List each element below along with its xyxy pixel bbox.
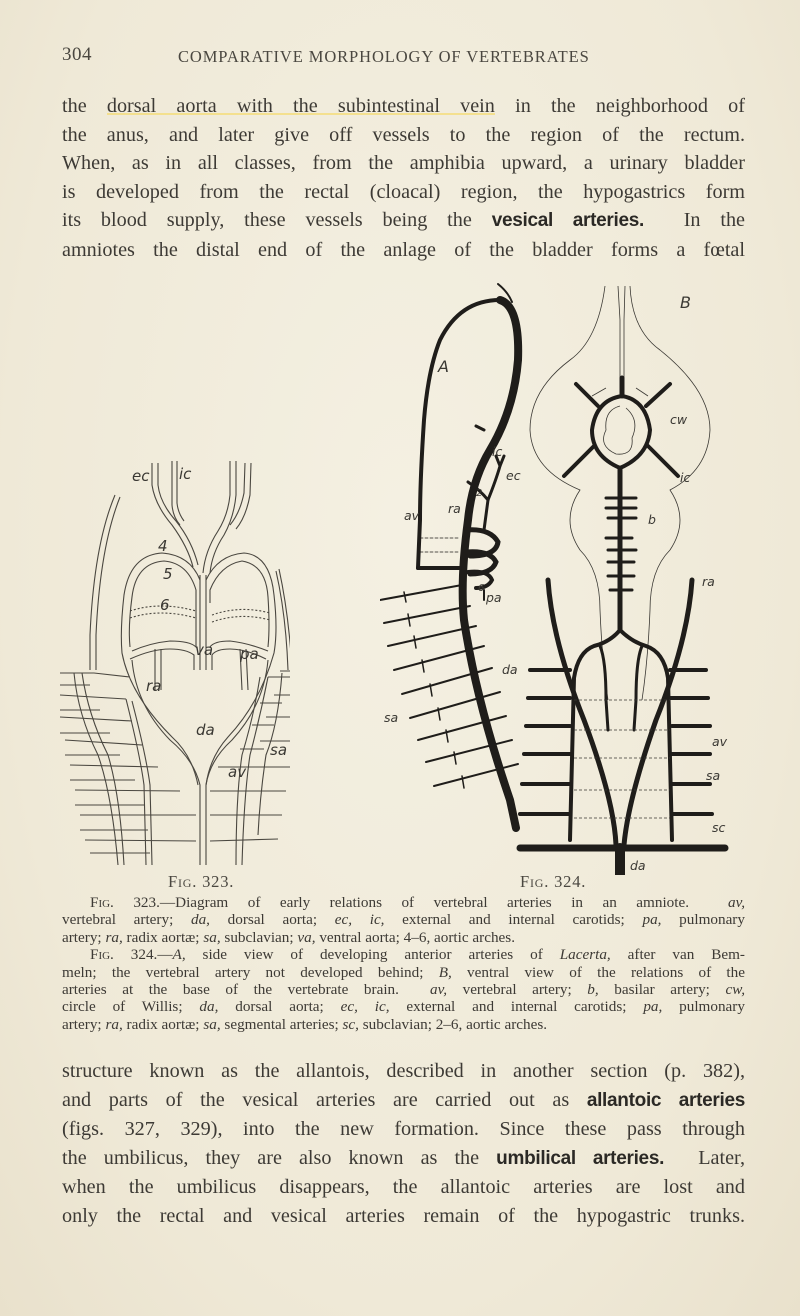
label-sc: sc — [712, 820, 726, 835]
caption-line: meln; the vertebral artery not developed… — [62, 963, 745, 981]
page-number: 304 — [62, 44, 92, 65]
term-umbilical-arteries: umbilical arteries. — [496, 1147, 665, 1169]
caption-line: Fig. 323.—Diagram of early relations of … — [90, 894, 745, 911]
body-paragraph-2: structure known as the allantois, descri… — [62, 1057, 745, 1231]
text-fragment: In the — [683, 209, 746, 232]
label-ec: ec — [132, 467, 150, 485]
label-ra-b: ra — [702, 574, 715, 589]
text-line: and parts of the vesical arteries are ca… — [62, 1086, 745, 1116]
caption-line: circle of Willis; da, dorsal aorta; ec, … — [62, 998, 745, 1016]
label-da-b: da — [630, 858, 646, 873]
figure-323-drawing: ec ic 4 5 6 va pa ra da sa av — [60, 461, 290, 866]
label-da: da — [502, 662, 518, 677]
label-b: b — [648, 512, 656, 527]
caption-fig-324-lead: Fig. 324. — [90, 946, 158, 964]
figure-324-drawing: A B ic ec 2 ra av 6 pa da sa cw ic b ra … — [380, 283, 729, 875]
label-cw: cw — [670, 412, 688, 427]
label-arch-2: 2 — [476, 488, 482, 499]
label-ic-b: ic — [680, 470, 690, 485]
label-va: va — [195, 641, 213, 659]
label-A: A — [437, 357, 449, 376]
label-ra: ra — [448, 501, 461, 516]
label-da: da — [196, 721, 215, 739]
text-line: the dorsal aorta with the subintestinal … — [62, 92, 745, 121]
label-ic: ic — [492, 444, 502, 459]
body-paragraph-1: the dorsal aorta with the subintestinal … — [62, 92, 745, 265]
text-fragment: and parts of the vesical arteries are ca… — [62, 1088, 570, 1111]
caption-line: artery; ra, radix aortæ; sa, segmental a… — [62, 1015, 548, 1033]
text-line: amniotes the distal end of the anlage of… — [62, 238, 745, 261]
label-av-b: av — [712, 734, 728, 749]
text-line: is developed from the rectal (cloacal) r… — [62, 180, 745, 203]
text-line: its blood supply, these vessels being th… — [62, 206, 745, 236]
text-line: structure known as the allantois, descri… — [62, 1060, 745, 1082]
label-sa: sa — [270, 741, 287, 759]
caption-line: arteries at the base of the vertebrate b… — [62, 981, 745, 999]
text-fragment: in the neighborhood of — [494, 95, 745, 117]
label-ec: ec — [506, 468, 521, 483]
label-pa: pa — [485, 590, 502, 605]
figure-324-label: Fig. 324. — [520, 872, 587, 891]
text-fragment: its blood supply, these vessels being th… — [62, 209, 472, 232]
figure-caption: Fig. 323.—Diagram of early relations of … — [62, 894, 745, 1033]
figure-324-diagram: A B ic ec 2 ra av 6 pa da sa cw ic b ra … — [380, 280, 750, 875]
label-arch-5: 5 — [163, 565, 173, 583]
term-allantoic-arteries: allantoic arteries — [586, 1089, 746, 1111]
figure-323-label: Fig. 323. — [168, 872, 235, 891]
caption-line: artery; ra, radix aortæ; sa, subclavian;… — [62, 928, 515, 946]
caption-fig-323-lead: Fig. 323. — [90, 894, 160, 911]
text-fragment: Later, — [698, 1146, 746, 1169]
text-fragment: the — [62, 95, 107, 117]
caption-line: Fig. 324.—A, side view of developing ant… — [90, 946, 745, 964]
text-line: (figs. 327, 329), into the new formation… — [62, 1118, 745, 1141]
text-line: only the rectal and vesical arteries rem… — [62, 1204, 745, 1227]
label-ra: ra — [146, 677, 161, 695]
caption-line: vertebral artery; da, dorsal aorta; ec, … — [62, 911, 745, 929]
label-ic: ic — [179, 465, 192, 483]
running-title: COMPARATIVE MORPHOLOGY OF VERTEBRATES — [178, 47, 590, 66]
text-line: the umbilicus, they are also known as th… — [62, 1144, 745, 1174]
label-arch-6: 6 — [478, 583, 484, 594]
label-av: av — [404, 508, 420, 523]
highlighted-text: dorsal aorta with the subintestinal vein — [106, 95, 495, 117]
label-av: av — [228, 763, 247, 781]
text-line: When, as in all classes, from the amphib… — [62, 152, 745, 175]
label-arch-4: 4 — [158, 537, 168, 555]
text-fragment: the umbilicus, they are also known as th… — [62, 1146, 480, 1169]
text-line: when the umbilicus disappears, the allan… — [62, 1176, 745, 1199]
label-B: B — [680, 293, 691, 312]
label-pa: pa — [239, 645, 259, 663]
label-sa-b: sa — [706, 768, 720, 783]
text-line: the anus, and later give off vessels to … — [62, 123, 745, 146]
term-vesical-arteries: vesical arteries. — [491, 210, 645, 232]
label-arch-6: 6 — [160, 596, 170, 614]
figure-323-diagram: ec ic 4 5 6 va pa ra da sa av — [60, 455, 290, 870]
label-sa: sa — [384, 710, 398, 725]
